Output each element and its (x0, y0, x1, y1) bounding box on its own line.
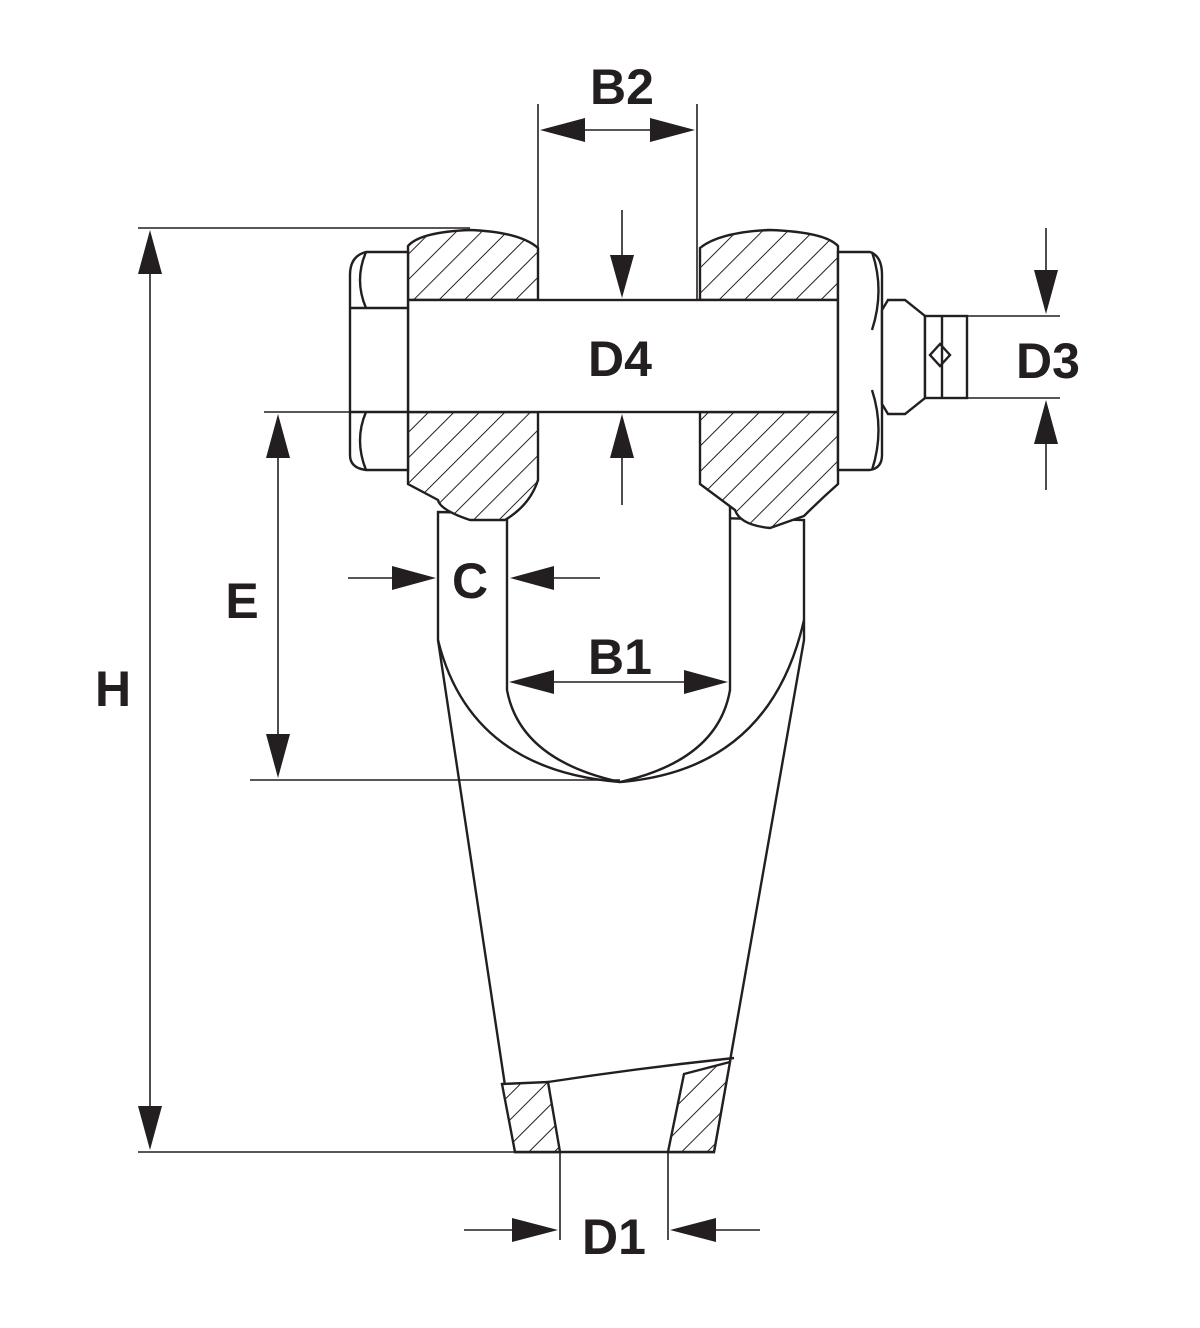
label-c: C (452, 553, 488, 609)
right-ear-lower (698, 410, 840, 530)
left-ear-lower (406, 410, 540, 522)
clevis-opening (505, 500, 732, 784)
bottom-right-wedge (666, 1060, 732, 1154)
arrowheads (138, 118, 1058, 1242)
nut (836, 250, 884, 472)
label-h: H (95, 661, 131, 717)
label-b2: B2 (590, 59, 654, 115)
cotter-pin-end (880, 298, 969, 416)
left-ear-upper (406, 228, 540, 302)
label-d3: D3 (1016, 333, 1080, 389)
label-b1: B1 (588, 629, 652, 685)
pin-head (348, 250, 410, 472)
right-ear-upper (698, 228, 840, 302)
label-e: E (225, 573, 258, 629)
label-d1: D1 (582, 1209, 646, 1265)
label-d4: D4 (588, 331, 652, 387)
